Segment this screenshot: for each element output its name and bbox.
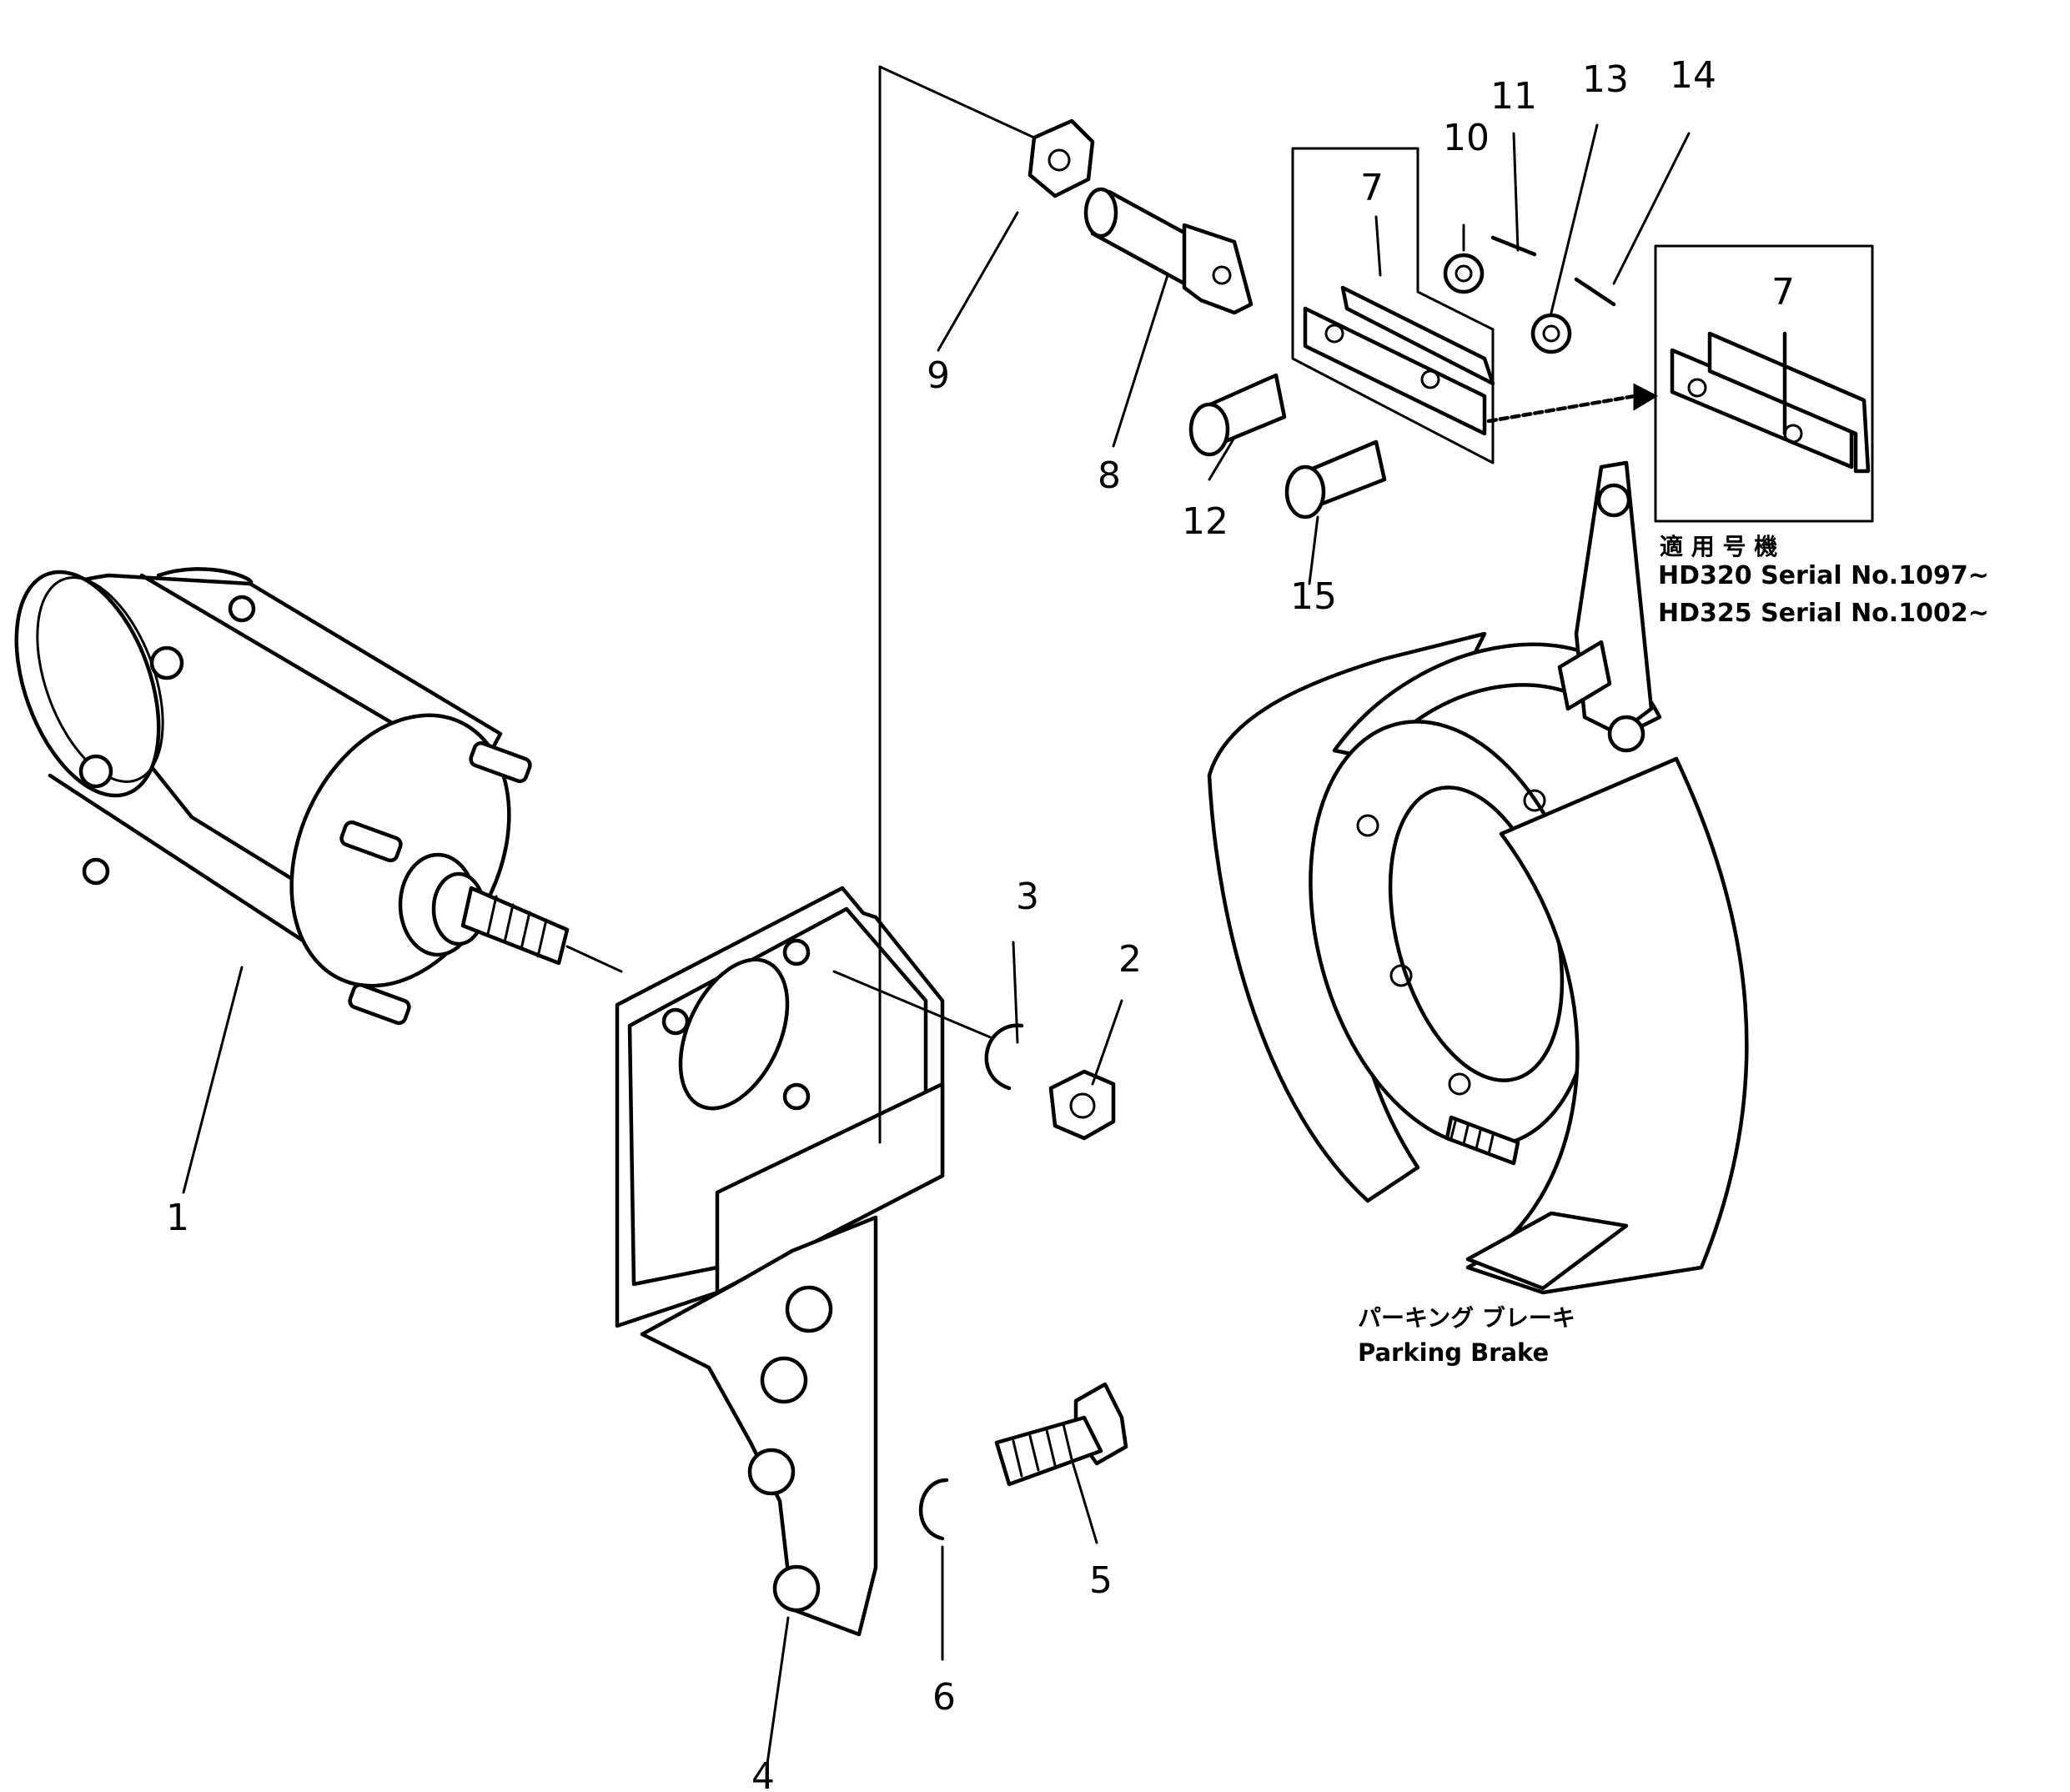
part-2-nut (1048, 1069, 1116, 1141)
callout-4: 4 (751, 1755, 775, 1792)
note-heading-jp: 適 用 号 機 (1660, 533, 1777, 560)
callout-10: 10 (1443, 117, 1490, 159)
part-5-bolt (994, 1382, 1128, 1487)
leader-lines (182, 123, 1691, 1765)
parking-brake-label-en: Parking Brake (1358, 1338, 1549, 1367)
callout-3: 3 (1016, 876, 1039, 918)
parking-brake (1207, 460, 1749, 1295)
part-9-nut (878, 65, 1095, 198)
part-10-washer (1443, 253, 1485, 294)
callout-2: 2 (1118, 938, 1142, 981)
parking-brake-label: パーキング ブレーキ Parking Brake (1358, 1304, 1575, 1367)
callout-7: 7 (1360, 167, 1384, 209)
callout-5: 5 (1089, 1559, 1113, 1602)
part-1-cylinder (14, 567, 623, 1026)
callout-14: 14 (1670, 54, 1716, 97)
note-line-hd320: HD320 Serial No.1097~ (1658, 561, 1989, 590)
callout-9: 9 (927, 354, 950, 397)
callout-13: 13 (1582, 58, 1629, 101)
part-15-pin (1284, 439, 1387, 520)
part-3-snap-ring (832, 970, 1024, 1091)
callout-6: 6 (932, 1676, 956, 1719)
parking-brake-label-jp: パーキング ブレーキ (1358, 1304, 1575, 1332)
callout-12: 12 (1182, 500, 1228, 543)
callout-7-inset: 7 (1771, 271, 1795, 314)
note-line-hd325: HD325 Serial No.1002~ (1658, 599, 1989, 628)
part-6-snap-ring (918, 1478, 949, 1541)
part-13-washer (1530, 313, 1572, 354)
part-7-linkage-box (1291, 147, 1659, 464)
callout-8: 8 (1098, 454, 1121, 497)
part-14-cotter-pin (1574, 277, 1616, 307)
callout-1: 1 (166, 1197, 189, 1239)
callout-15: 15 (1290, 575, 1337, 618)
applicability-note: 適 用 号 機 HD320 Serial No.1097~ HD325 Seri… (1658, 533, 1989, 628)
cylinder-rod (398, 852, 623, 973)
part-11-cotter-pin (1490, 235, 1537, 257)
part-4-bracket (615, 65, 945, 1637)
callouts: 1 2 3 4 5 6 7 7 8 9 10 11 12 13 14 15 (166, 54, 1795, 1792)
applicability-inset (1654, 244, 1874, 523)
callout-11: 11 (1490, 75, 1537, 118)
cylinder-studs (78, 595, 532, 1026)
part-12-pin (1188, 373, 1287, 457)
part-8-clevis (1083, 187, 1254, 315)
